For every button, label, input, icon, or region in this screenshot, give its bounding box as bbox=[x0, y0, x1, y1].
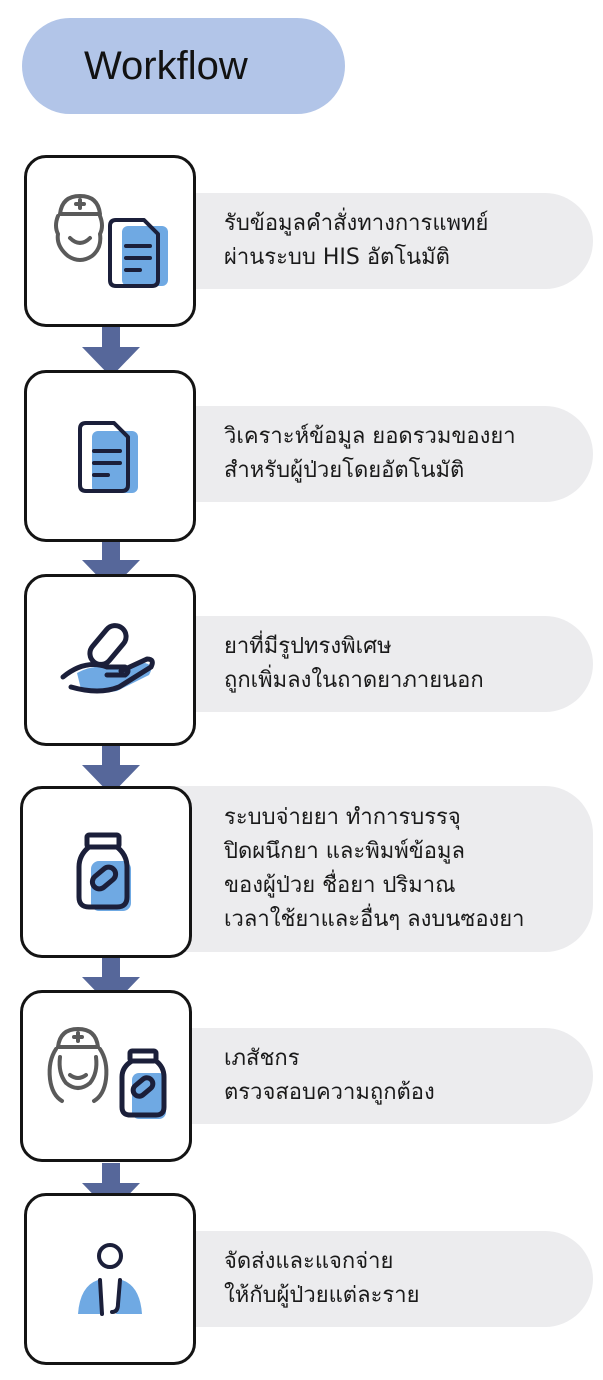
step-label: วิเคราะห์ข้อมูล ยอดรวมของยา สำหรับผู้ป่ว… bbox=[150, 406, 593, 502]
step-label-line: จัดส่งและแจกจ่าย bbox=[224, 1249, 394, 1274]
workflow-step: เภสัชกร ตรวจสอบความถูกต้อง bbox=[0, 990, 603, 1162]
step-label: ยาที่มีรูปทรงพิเศษ ถูกเพิ่มลงในถาดยาภายน… bbox=[150, 616, 593, 712]
step-label-line: ผ่านระบบ HIS อัตโนมัติ bbox=[224, 245, 450, 270]
patient-icon bbox=[78, 1243, 142, 1316]
nurse-with-bottle-icon bbox=[47, 1027, 167, 1119]
workflow-step: รับข้อมูลคำสั่งทางการแพทย์ ผ่านระบบ HIS … bbox=[0, 155, 603, 327]
workflow-step: ระบบจ่ายยา ทำการบรรจุ ปิดผนึกยา และพิมพ์… bbox=[0, 786, 603, 958]
step-label-line: ตรวจสอบความถูกต้อง bbox=[224, 1080, 435, 1105]
page-title: Workflow bbox=[84, 43, 248, 88]
step-label-line: ปิดผนึกยา และพิมพ์ข้อมูล bbox=[224, 839, 465, 864]
doctor-with-document-icon bbox=[54, 194, 168, 288]
step-icon-box bbox=[20, 990, 192, 1162]
step-label-line: เภสัชกร bbox=[224, 1046, 300, 1071]
step-label: รับข้อมูลคำสั่งทางการแพทย์ ผ่านระบบ HIS … bbox=[150, 193, 593, 289]
hand-with-pill-icon bbox=[60, 623, 155, 694]
step-label-line: รับข้อมูลคำสั่งทางการแพทย์ bbox=[224, 211, 489, 236]
step-label: จัดส่งและแจกจ่าย ให้กับผู้ป่วยแต่ละราย bbox=[150, 1231, 593, 1327]
workflow-step: ยาที่มีรูปทรงพิเศษ ถูกเพิ่มลงในถาดยาภายน… bbox=[0, 574, 603, 746]
step-icon-box bbox=[24, 1193, 196, 1365]
step-label-line: ให้กับผู้ป่วยแต่ละราย bbox=[224, 1283, 420, 1308]
arrow-down-icon bbox=[82, 745, 140, 795]
step-label-line: สำหรับผู้ป่วยโดยอัตโนมัติ bbox=[224, 458, 465, 483]
step-icon-box bbox=[20, 786, 192, 958]
step-label-line: เวลาใช้ยาและอื่นๆ ลงบนซองยา bbox=[224, 907, 525, 932]
step-label: เภสัชกร ตรวจสอบความถูกต้อง bbox=[150, 1028, 593, 1124]
step-icon-box bbox=[24, 155, 196, 327]
step-label-line: ระบบจ่ายยา ทำการบรรจุ bbox=[224, 805, 461, 830]
step-icon-box bbox=[24, 574, 196, 746]
step-label-line: ของผู้ป่วย ชื่อยา ปริมาณ bbox=[224, 873, 456, 898]
document-icon bbox=[78, 421, 138, 493]
step-label: ระบบจ่ายยา ทำการบรรจุ ปิดผนึกยา และพิมพ์… bbox=[150, 786, 593, 952]
workflow-step: วิเคราะห์ข้อมูล ยอดรวมของยา สำหรับผู้ป่ว… bbox=[0, 370, 603, 542]
title-pill: Workflow bbox=[22, 18, 345, 114]
medicine-bottle-icon bbox=[76, 832, 131, 911]
step-label-line: ถูกเพิ่มลงในถาดยาภายนอก bbox=[224, 668, 484, 693]
workflow-step: จัดส่งและแจกจ่าย ให้กับผู้ป่วยแต่ละราย bbox=[0, 1193, 603, 1365]
step-label-line: ยาที่มีรูปทรงพิเศษ bbox=[224, 634, 392, 659]
arrow-down-icon bbox=[82, 327, 140, 377]
step-label-line: วิเคราะห์ข้อมูล ยอดรวมของยา bbox=[224, 424, 516, 449]
step-icon-box bbox=[24, 370, 196, 542]
